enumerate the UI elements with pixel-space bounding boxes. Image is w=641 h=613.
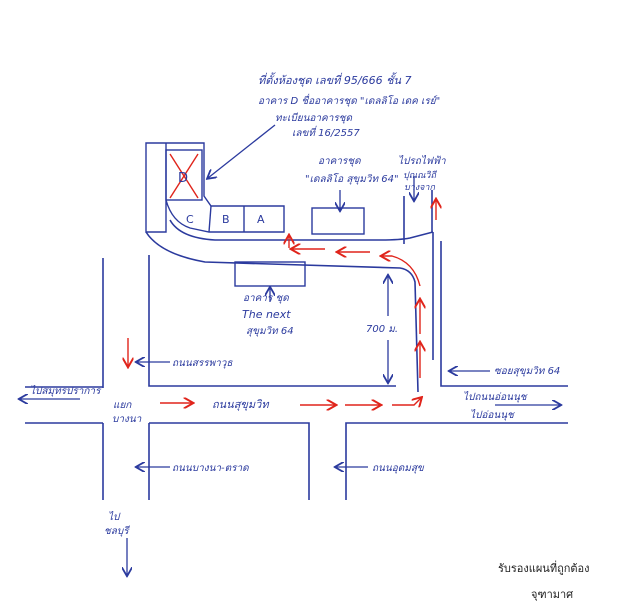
the-next-line-2: The next xyxy=(242,308,291,321)
sanphawut-label: ถนนสรรพาวุธ xyxy=(172,358,233,369)
bangna-junction-label: แยก xyxy=(113,400,132,411)
address-line-1: ที่ตั้งห้องชุด เลขที่ 95/666 ชั้น 7 xyxy=(258,72,412,87)
unit-a-label: A xyxy=(257,213,265,226)
unit-d-box xyxy=(165,149,203,201)
samut-prakan-label: ไปสมุทรปราการ xyxy=(30,385,102,397)
certification-line-2: จุฑามาศ xyxy=(531,588,574,601)
to-rail-label-3: บางจาก xyxy=(404,183,435,193)
unit-b-label: B xyxy=(222,213,230,226)
soi64-label: ซอยสุขุมวิท 64 xyxy=(494,365,560,377)
chonburi-label-1: ไป xyxy=(108,511,121,523)
bangna-trat-label: ถนนบางนา-ตราด xyxy=(172,463,249,474)
unit-d-mark-2 xyxy=(169,153,199,199)
project-road-outer xyxy=(145,231,419,393)
sukhumvit-right-bottom xyxy=(345,422,568,500)
address-line-2: อาคาร D ชื่ออาคารชุด "เดลลิโอ เดค เรย์" xyxy=(258,93,440,107)
route-turn xyxy=(392,398,421,405)
route-curve xyxy=(382,256,421,287)
distance-label: 700 ม. xyxy=(366,324,398,335)
address-line-3: ทะเบียนอาคารชุด xyxy=(275,112,353,124)
on-nut-label: ไปถนนอ่อนนุช xyxy=(463,391,528,403)
buildings xyxy=(145,142,365,287)
dellio-divider-2 xyxy=(208,205,212,233)
sukhumvit-bottom-mid xyxy=(149,422,310,500)
address-line-4: เลขที่ 16/2557 xyxy=(292,125,360,139)
soi64-right-road xyxy=(440,241,568,387)
sanphawut-right-edge xyxy=(148,255,396,387)
udomsuk-label: ถนนอุดมสุข xyxy=(372,463,425,474)
the-next-line-1: อาคาร ชุด xyxy=(243,293,289,304)
the-next-line-3: สุขุมวิท 64 xyxy=(246,325,294,337)
unit-pointer-arrow xyxy=(208,124,276,178)
chonburi-label-2: ชลบุรี xyxy=(104,525,131,537)
unit-c-label: C xyxy=(186,213,194,226)
the-next-building xyxy=(234,261,306,287)
roads xyxy=(25,190,568,500)
to-rail-label-2: ปุณณวิถี xyxy=(403,170,438,181)
on-nut-label-2: ไปอ่อนนุช xyxy=(470,409,515,421)
project-building xyxy=(311,207,365,235)
to-rail-label-1: ไปรถไฟฟ้า xyxy=(398,155,446,167)
sukhumvit-label: ถนนสุขุมวิท xyxy=(212,398,269,411)
project-name-line-1: อาคารชุด xyxy=(318,156,361,167)
certification-line-1: รับรองแผนที่ถูกต้อง xyxy=(498,562,590,575)
unit-d-label: D xyxy=(178,171,188,186)
bangna-junction-label-2: บางนา xyxy=(112,414,142,425)
project-name-line-2: "เดลลิโอ สุขุมวิท 64" xyxy=(305,173,399,185)
project-road-inner xyxy=(169,219,434,241)
